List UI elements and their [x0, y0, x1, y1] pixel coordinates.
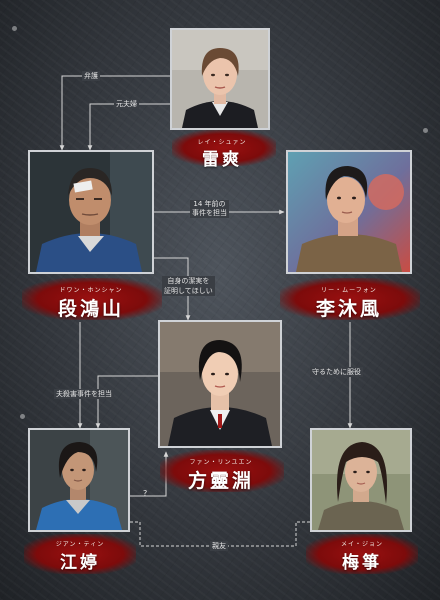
name-brush-fang-lingyuan	[160, 450, 284, 492]
label-case-14-years-line1: 14 年前の	[193, 200, 226, 208]
name-fang-lingyuan: 方靈淵	[187, 470, 254, 492]
photo-fang-lingyuan	[158, 320, 282, 448]
name-brush-li-mufeng	[280, 278, 420, 320]
corner-dot	[12, 26, 17, 31]
name-brush-lei-shuang	[172, 130, 276, 166]
name-brush-duan-hongshan	[22, 278, 162, 320]
photo-duan-hongshan	[28, 150, 154, 274]
kana-lei-shuang: レイ・シュァン	[197, 139, 247, 146]
label-prove-innocence-line1: 自身の潔実を	[167, 277, 210, 285]
corner-dot	[423, 128, 428, 133]
name-jiang-ting: 江婷	[60, 553, 100, 573]
photo-mei-zheng	[310, 428, 412, 532]
name-duan-hongshan: 段鴻山	[57, 298, 124, 320]
line-murder-case-2	[95, 375, 158, 429]
photo-lei-shuang	[170, 28, 270, 130]
label-ex-husband: 元夫婦	[114, 99, 139, 109]
label-case-14-years-line2: 事件を担当	[192, 209, 227, 217]
kana-fang-lingyuan: ファン・リンユエン	[189, 459, 253, 466]
label-best-friend: 親友	[210, 541, 228, 551]
label-prove-innocence-line2: 証明してほしい	[164, 287, 213, 295]
label-lawyer: 弁護	[82, 71, 100, 81]
name-brush-jiang-ting	[24, 534, 136, 574]
kana-jiang-ting: ジアン・ティン	[55, 541, 105, 548]
label-case-14-years: 14 年前の 事件を担当	[190, 200, 229, 218]
photo-li-mufeng	[286, 150, 412, 274]
name-li-mufeng: 李沐風	[315, 298, 382, 320]
line-ex-husband	[87, 103, 170, 151]
label-murder-case: 夫殺害事件を担当	[54, 389, 114, 399]
kana-li-mufeng: リー・ムーフォン	[321, 287, 377, 294]
label-question: ?	[143, 489, 148, 498]
name-brush-mei-zheng	[306, 534, 418, 574]
line-prove-innocence	[154, 257, 191, 321]
label-prove-innocence: 自身の潔実を 証明してほしい	[162, 276, 215, 296]
name-lei-shuang: 雷爽	[202, 150, 242, 170]
kana-mei-zheng: メイ・ジョン	[340, 541, 383, 548]
kana-duan-hongshan: ドワン・ホンシャン	[59, 287, 123, 294]
label-protect: 守るために服役	[310, 367, 363, 377]
line-lawyer	[59, 75, 170, 151]
photo-jiang-ting	[28, 428, 130, 532]
corner-dot	[20, 414, 25, 419]
name-mei-zheng: 梅箏	[342, 553, 382, 573]
